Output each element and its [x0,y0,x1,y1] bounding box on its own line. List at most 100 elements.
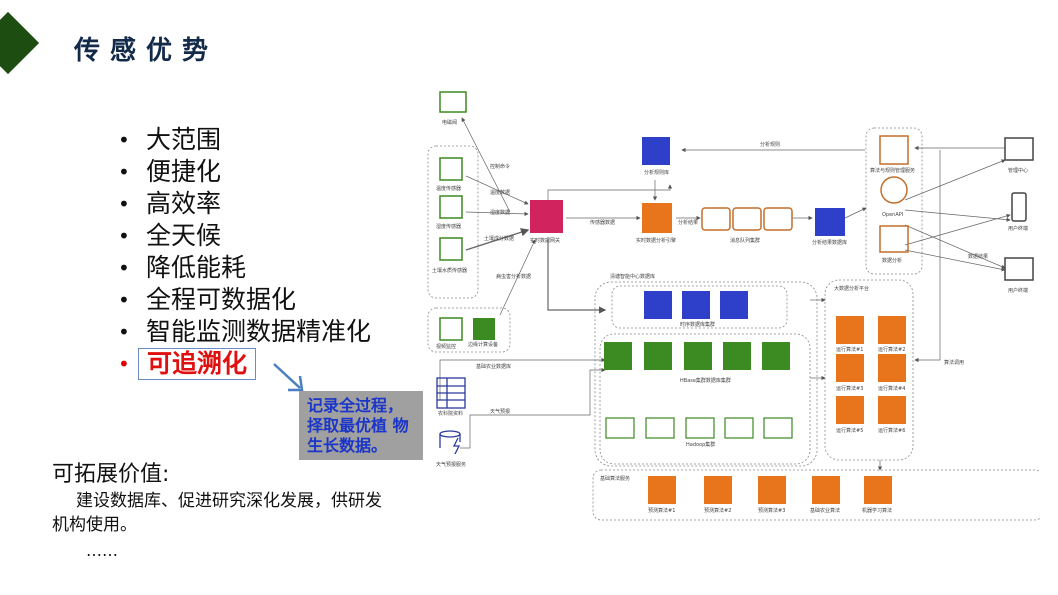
desktop-icon [1004,137,1034,161]
sensor-group [427,145,479,299]
corner-accent-triangle [0,11,40,75]
edge-compute-icon [473,318,495,340]
bullet-icon: • [118,192,130,216]
lifebuoy-icon [879,135,909,165]
list-item: •高效率 [118,189,222,218]
svg-text:基础算法服务: 基础算法服务 [600,475,630,482]
svg-text:用户终端: 用户终端 [1008,225,1028,232]
weather-db-icon [439,430,461,455]
svg-text:基础农业算法: 基础农业算法 [810,507,840,514]
svg-text:算法调用: 算法调用 [944,359,964,366]
bullet-icon: • [118,352,130,376]
svg-text:用户终端: 用户终端 [1008,287,1028,294]
callout-arrow-icon [273,363,304,392]
svg-text:实时数据网关: 实时数据网关 [530,237,560,244]
desktop-icon [1004,257,1034,281]
svg-text:运行算法#4: 运行算法#4 [878,385,905,392]
result-db-icon [815,208,845,236]
bullet-icon: • [118,320,130,344]
svg-text:天气预报服务: 天气预报服务 [436,461,466,468]
platform-group [824,279,914,461]
svg-text:OpenAPI: OpenAPI [882,212,903,218]
queue-icon [701,207,793,231]
mobile-icon [1011,192,1027,222]
list-item: •便捷化 [118,157,222,186]
list-item: •降低能耗 [118,253,247,282]
rule-db-icon [642,137,670,165]
hbase-icons [604,342,790,370]
extension-ellipsis: …… [86,541,118,560]
svg-text:温度数据: 温度数据 [490,189,510,196]
svg-text:分析结果: 分析结果 [678,219,698,226]
svg-text:Hadoop集群: Hadoop集群 [686,441,715,448]
engine-icon [642,203,672,233]
advantages-list: •大范围 •便捷化 •高效率 •全天候 •降低能耗 •全程可数据化 •智能监测数… [118,124,371,380]
valve-icon [439,91,467,113]
camera-chip-icon [439,317,463,341]
video-group [427,307,511,353]
svg-text:算法与规则管理服务: 算法与规则管理服务 [870,167,915,174]
base-service-group [592,469,1040,521]
gateway-icon [530,200,563,233]
svg-text:基础农业数据库: 基础农业数据库 [476,363,511,370]
svg-text:湿度传感器: 湿度传感器 [436,223,461,230]
extension-title: 可拓展价值: [52,462,170,487]
soil-chip-icon [439,237,463,261]
bullet-icon: • [118,160,130,184]
svg-text:电磁阀: 电磁阀 [442,119,457,126]
faucet-chip-icon [439,195,463,219]
table-icon [436,377,466,409]
svg-text:控制命令: 控制命令 [490,163,510,170]
hadoop-folder-icons [605,417,793,439]
bullet-icon: • [118,128,130,152]
svg-text:清塘智能中心数据库: 清塘智能中心数据库 [610,273,655,280]
svg-text:温度传感器: 温度传感器 [436,185,461,192]
list-item: •全天候 [118,221,222,250]
svg-text:运行算法#5: 运行算法#5 [836,427,863,434]
svg-text:运行算法#6: 运行算法#6 [878,427,905,434]
bullet-icon: • [118,256,130,280]
svg-text:大数据分析平台: 大数据分析平台 [834,285,869,292]
svg-text:分析规则: 分析规则 [760,141,780,148]
list-item: •全程可数据化 [118,285,297,314]
svg-text:机器学习算法: 机器学习算法 [862,507,892,514]
svg-text:视频监控: 视频监控 [436,343,456,350]
extension-body: 建设数据库、促进研究深化发展，供研发机构使用。 [52,491,382,535]
svg-text:边缘计算设备: 边缘计算设备 [468,341,498,348]
svg-text:土壤水质传感器: 土壤水质传感器 [432,267,467,274]
lambda-icon [880,176,908,204]
service-group [865,127,923,275]
tsdb-icons [644,291,748,319]
bullet-icon: • [118,288,130,312]
svg-text:病虫害分析数据: 病虫害分析数据 [496,273,531,280]
sensor-icons [439,91,495,341]
svg-text:农科院资料: 农科院资料 [438,410,463,417]
svg-text:运行算法#2: 运行算法#2 [878,346,905,353]
svg-text:天气预报: 天气预报 [490,408,510,415]
svg-text:传感器数据: 传感器数据 [590,219,615,226]
svg-text:预测算法#3: 预测算法#3 [758,507,785,514]
callout-box: 记录全过程， 择取最优植 物 生长数据。 [299,391,423,460]
svg-text:预测算法#1: 预测算法#1 [648,507,675,514]
svg-text:数据分析: 数据分析 [882,257,902,264]
svg-text:分析结果数据库: 分析结果数据库 [812,239,847,246]
svg-text:土壤成分数据: 土壤成分数据 [484,235,514,242]
image-analytics-icon [879,225,909,253]
algorithm-icons [836,316,906,424]
svg-text:湿度数据: 湿度数据 [490,209,510,216]
svg-text:管理中心: 管理中心 [1008,167,1028,174]
list-item: •大范围 [118,125,222,154]
svg-text:运行算法#1: 运行算法#1 [836,346,863,353]
thermometer-chip-icon [439,157,463,181]
svg-text:HBase集群数据库集群: HBase集群数据库集群 [680,377,731,384]
list-item-highlighted: •可追溯化 [118,348,371,380]
base-algorithm-icons [648,476,892,504]
svg-text:数据结果: 数据结果 [968,253,988,260]
svg-text:消息队列集群: 消息队列集群 [730,237,760,244]
architecture-diagram: 电磁阀 温度传感器 湿度传感器 土壤水质传感器 视频监控 边缘计算设备 实时数据… [427,91,1040,521]
list-item: •智能监测数据精准化 [118,317,372,346]
svg-text:预测算法#2: 预测算法#2 [704,507,731,514]
svg-text:时序数据库集群: 时序数据库集群 [680,321,715,328]
bullet-icon: • [118,224,130,248]
svg-text:分析规则库: 分析规则库 [644,169,669,176]
